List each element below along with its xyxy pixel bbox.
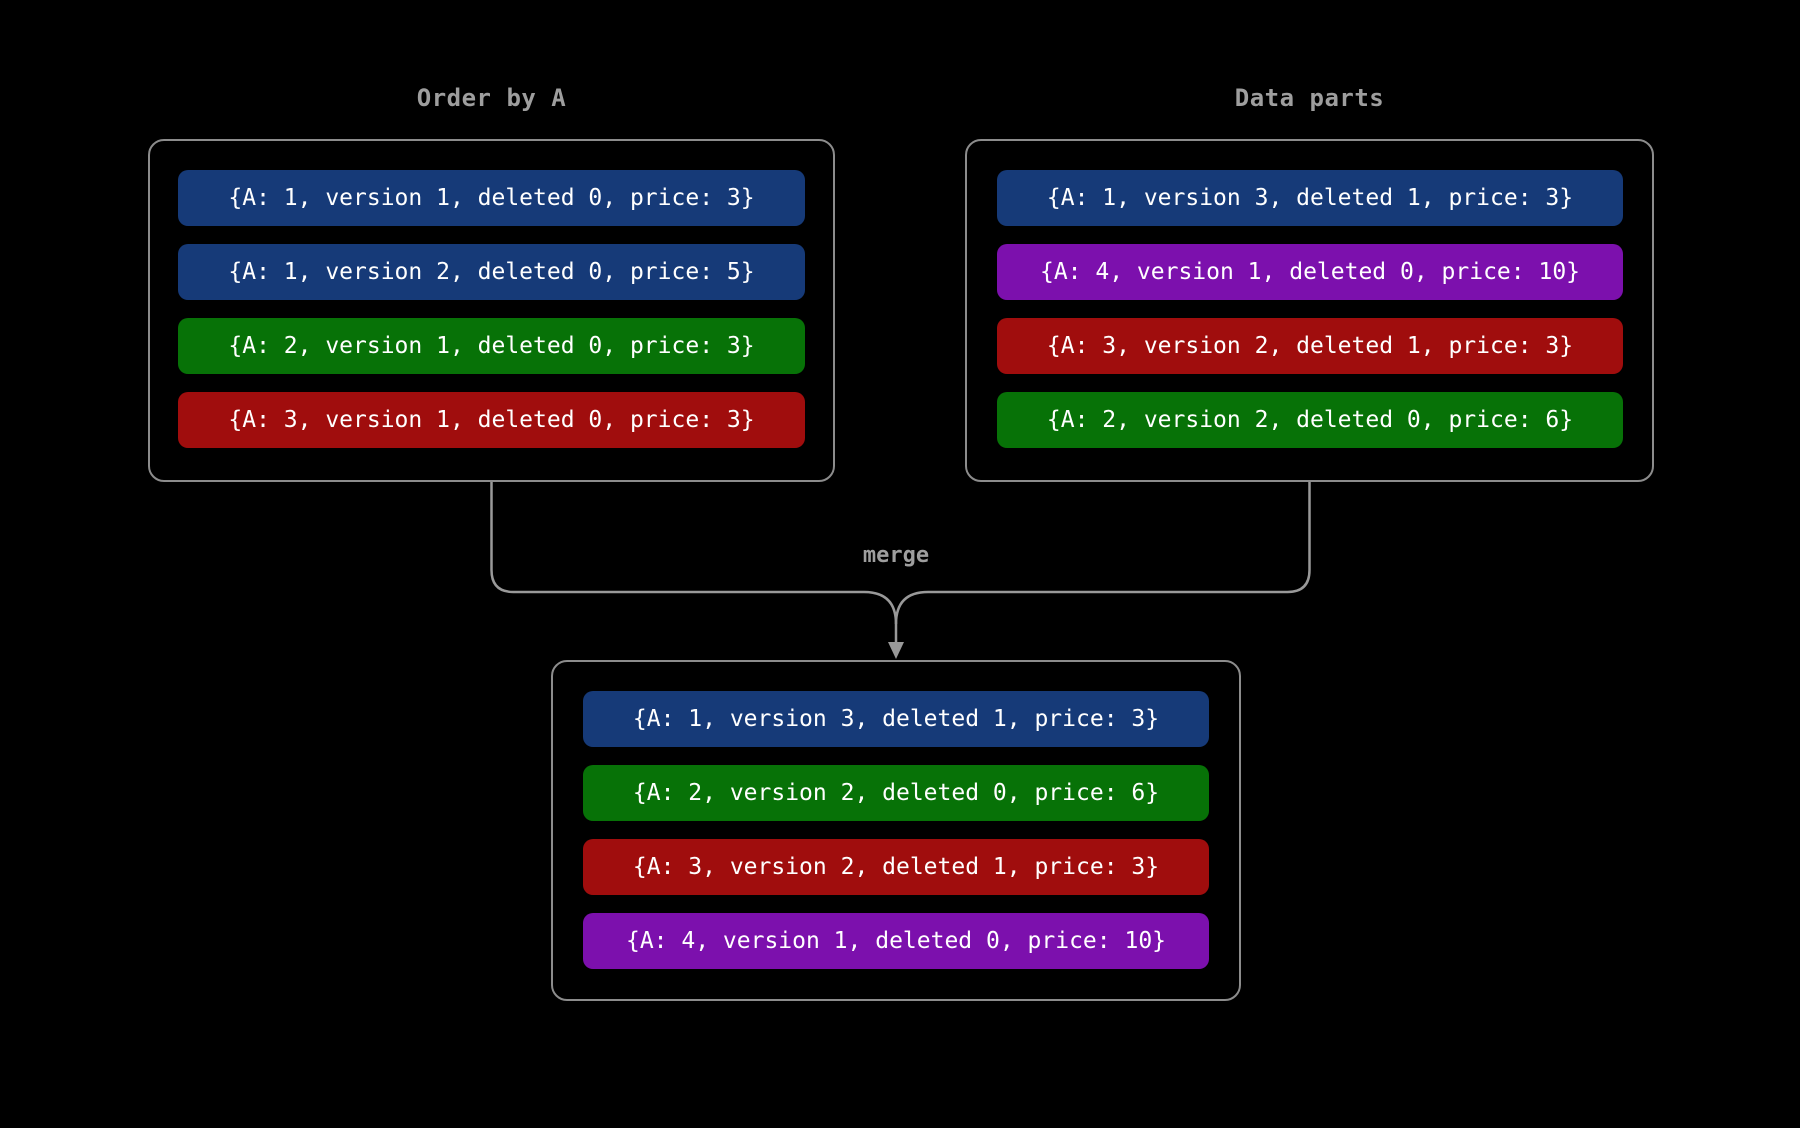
data-parts-box	[965, 139, 1654, 482]
part-row: {A: 3, version 1, deleted 0, price: 3}	[178, 392, 805, 448]
part-row: {A: 2, version 2, deleted 0, price: 6}	[583, 765, 1209, 821]
part-row: {A: 4, version 1, deleted 0, price: 10}	[583, 913, 1209, 969]
part-row: {A: 1, version 3, deleted 1, price: 3}	[997, 170, 1623, 226]
part-row: {A: 1, version 3, deleted 1, price: 3}	[583, 691, 1209, 747]
merged-result-box	[551, 660, 1241, 1001]
right-box-title: Data parts	[1234, 84, 1385, 112]
order-by-a-box	[148, 139, 835, 482]
part-row: {A: 2, version 1, deleted 0, price: 3}	[178, 318, 805, 374]
part-row: {A: 1, version 1, deleted 0, price: 3}	[178, 170, 805, 226]
left-box-title: Order by A	[416, 84, 567, 112]
part-row: {A: 1, version 2, deleted 0, price: 5}	[178, 244, 805, 300]
part-row: {A: 4, version 1, deleted 0, price: 10}	[997, 244, 1623, 300]
part-row: {A: 2, version 2, deleted 0, price: 6}	[997, 392, 1623, 448]
part-row: {A: 3, version 2, deleted 1, price: 3}	[997, 318, 1623, 374]
merge-label: merge	[862, 543, 930, 568]
merge-arrowhead-icon	[888, 642, 904, 659]
part-row: {A: 3, version 2, deleted 1, price: 3}	[583, 839, 1209, 895]
